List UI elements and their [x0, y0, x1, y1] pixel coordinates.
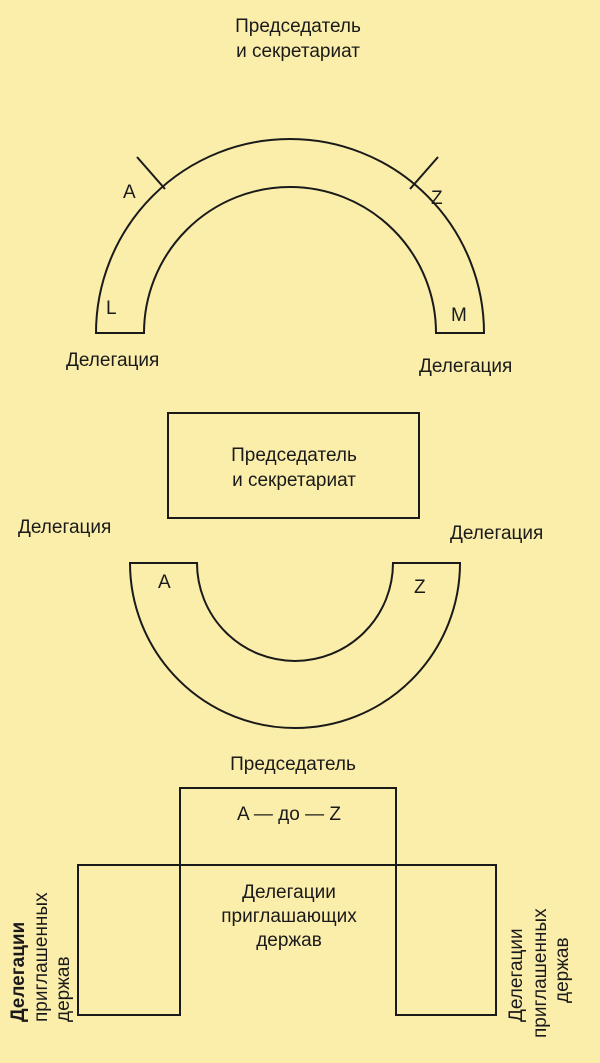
u-delegation-right: Делегация: [450, 523, 544, 544]
left-invited-label-line1: Делегации: [8, 921, 29, 1022]
horseshoe-letter-l: L: [106, 298, 117, 319]
horseshoe-divider-right: [409, 156, 439, 190]
chairman-table: [179, 787, 397, 866]
left-invited-table: [77, 864, 181, 1016]
horseshoe-letter-m: M: [451, 305, 467, 326]
horseshoe-chairman-label-line1: Председатель: [235, 16, 361, 37]
inviting-label-line3: держав: [256, 930, 322, 951]
right-invited-label-line3: держав: [552, 937, 573, 1003]
horseshoe-table: [94, 138, 486, 334]
inviting-label-line2: приглашающих: [221, 906, 357, 927]
block-chairman-label: Председатель: [230, 754, 356, 775]
horseshoe-divider-left: [136, 156, 166, 190]
horseshoe-letter-z: Z: [431, 188, 443, 209]
a-to-z-label: A — до — Z: [237, 804, 341, 825]
right-invited-table: [395, 864, 497, 1016]
horseshoe-chairman-label-line2: и секретариат: [236, 41, 360, 62]
horseshoe-letter-a: A: [123, 182, 136, 203]
u-letter-z: Z: [414, 577, 426, 598]
chairman-box-label-line2: и секретариат: [232, 470, 356, 491]
chairman-box-label-line1: Председатель: [231, 445, 357, 466]
u-letter-a: A: [158, 572, 171, 593]
horseshoe-delegation-right: Делегация: [419, 356, 513, 377]
u-delegation-left: Делегация: [18, 517, 112, 538]
left-invited-label-line3: держав: [53, 956, 74, 1022]
chairman-box: [167, 412, 420, 519]
u-shaped-table: [128, 562, 462, 729]
right-invited-label-line2: приглашенных: [530, 908, 551, 1038]
right-invited-label-line1: Делегации: [506, 928, 527, 1022]
horseshoe-delegation-left: Делегация: [66, 350, 160, 371]
left-invited-label-line2: приглашенных: [31, 892, 52, 1022]
inviting-label-line1: Делегации: [242, 882, 336, 903]
